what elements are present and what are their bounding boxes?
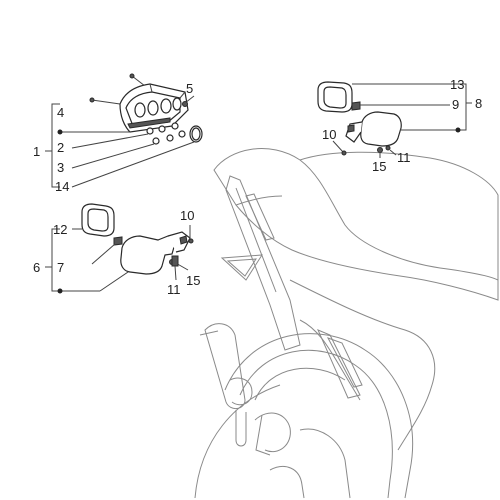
callout-labels: 1 2 3 4 5 14 6 7 12 10 11 15 13 9 8 10 1…: [33, 77, 482, 297]
callout-8: 8: [475, 96, 482, 111]
tail-light-assembly: [57, 73, 203, 188]
left-turn-indicator: [57, 203, 194, 294]
callout-9: 9: [452, 97, 459, 112]
right-turn-indicator: [317, 81, 461, 158]
callout-7: 7: [57, 260, 64, 275]
callout-14: 14: [55, 179, 69, 194]
callout-5: 5: [186, 81, 193, 96]
callout-11-left: 11: [167, 282, 181, 297]
motorcycle-rear-outline: [194, 148, 499, 499]
callout-4: 4: [57, 105, 64, 120]
callout-2: 2: [57, 140, 64, 155]
callout-11-right: 11: [397, 150, 411, 165]
callout-1: 1: [33, 144, 40, 159]
callout-10-left: 10: [180, 208, 194, 223]
callout-12: 12: [53, 222, 67, 237]
bracket-lines: [45, 83, 472, 292]
callout-13: 13: [450, 77, 464, 92]
callout-15-right: 15: [372, 159, 386, 174]
callout-10-right: 10: [322, 127, 336, 142]
callout-3: 3: [57, 160, 64, 175]
callout-15-left: 15: [186, 273, 200, 288]
callout-6: 6: [33, 260, 40, 275]
